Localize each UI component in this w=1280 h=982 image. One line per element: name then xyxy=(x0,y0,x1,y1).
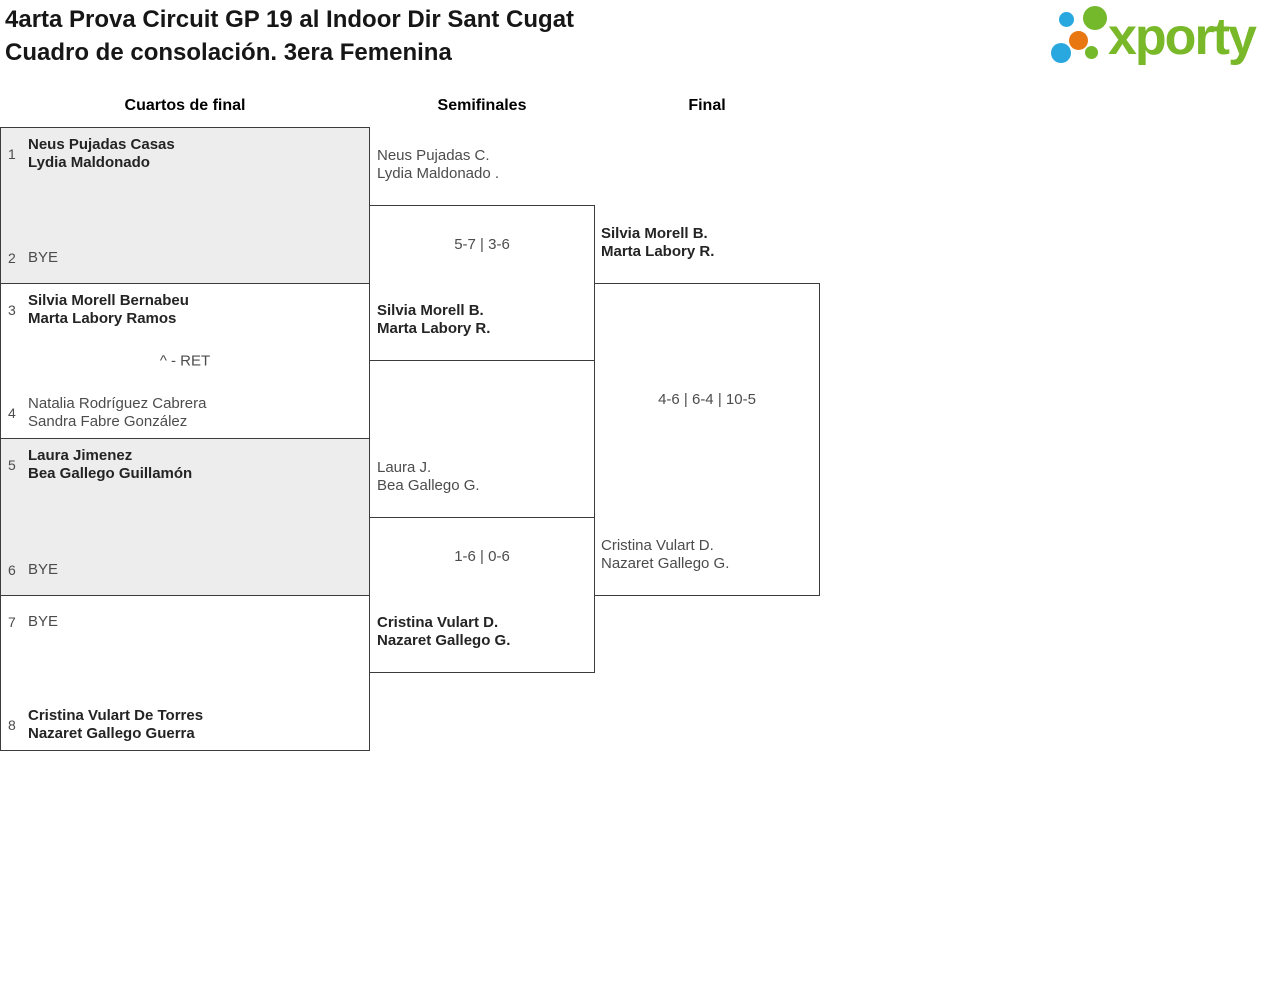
match-semifinal-2 xyxy=(369,517,595,673)
team-name-line: Cristina Vulart D. xyxy=(601,537,714,554)
team-name-line: Nazaret Gallego G. xyxy=(377,632,511,649)
participant-row: 6 BYE xyxy=(8,552,361,588)
match-quarterfinal-1: 1 Neus Pujadas Casas Lydia Maldonado 2 B… xyxy=(0,127,370,284)
seed-number: 4 xyxy=(8,405,16,421)
team-name-line: Marta Labory R. xyxy=(601,243,715,260)
semifinal-1-team-2: Silvia Morell B. Marta Labory R. xyxy=(377,302,490,338)
team-name-line: Bea Gallego G. xyxy=(377,477,480,494)
participant-row: 7 BYE xyxy=(8,604,361,640)
team-name-line: Lydia Maldonado xyxy=(28,154,150,171)
final-team-2: Cristina Vulart D. Nazaret Gallego G. xyxy=(601,537,729,573)
seed-number: 1 xyxy=(8,146,16,162)
semifinal-2-team-2: Cristina Vulart D. Nazaret Gallego G. xyxy=(377,614,510,650)
team-name-line: Sandra Fabre González xyxy=(28,413,188,430)
page-title-block: 4arta Prova Circuit GP 19 al Indoor Dir … xyxy=(5,3,574,69)
team-name-line: Silvia Morell B. xyxy=(377,302,484,319)
team-name-line: Cristina Vulart De Torres xyxy=(28,707,204,724)
match-score: ^ - RET xyxy=(159,352,211,370)
participant-row: 3 Silvia Morell Bernabeu Marta Labory Ra… xyxy=(8,292,361,328)
match-quarterfinal-2: 3 Silvia Morell Bernabeu Marta Labory Ra… xyxy=(0,283,370,439)
match-quarterfinal-3: 5 Laura Jimenez Bea Gallego Guillamón 6 … xyxy=(0,438,370,596)
semifinal-1-score: 5-7 | 3-6 xyxy=(454,236,510,253)
team-name-line: Neus Pujadas Casas xyxy=(28,136,175,153)
team-name-line: Laura Jimenez xyxy=(28,447,133,464)
team-name-line: BYE xyxy=(28,613,59,630)
page-subtitle: Cuadro de consolación. 3era Femenina xyxy=(5,39,452,66)
seed-number: 5 xyxy=(8,457,16,473)
match-final xyxy=(594,283,820,596)
seed-number: 7 xyxy=(8,614,16,630)
participant-row: 1 Neus Pujadas Casas Lydia Maldonado xyxy=(8,136,361,172)
final-team-1: Silvia Morell B. Marta Labory R. xyxy=(601,225,714,261)
team-name-line: BYE xyxy=(28,249,59,266)
seed-number: 2 xyxy=(8,250,16,266)
team-name-line: BYE xyxy=(28,561,59,578)
match-semifinal-1 xyxy=(369,205,595,361)
logo-dot-green-small-icon xyxy=(1085,46,1098,59)
logo-dot-orange-icon xyxy=(1069,31,1088,50)
team-name-line: Silvia Morell Bernabeu xyxy=(28,292,189,309)
logo-dot-blue-large-icon xyxy=(1051,43,1071,63)
team-name-line: Lydia Maldonado . xyxy=(377,165,500,182)
xporty-logo[interactable]: xporty xyxy=(1050,5,1276,69)
participant-row: 4 Natalia Rodríguez Cabrera Sandra Fabre… xyxy=(8,395,361,431)
team-name-line: Laura J. xyxy=(377,459,432,476)
seed-number: 3 xyxy=(8,302,16,318)
seed-number: 6 xyxy=(8,562,16,578)
team-name-line: Natalia Rodríguez Cabrera xyxy=(28,395,207,412)
team-name-line: Nazaret Gallego G. xyxy=(601,555,730,572)
match-quarterfinal-4: 7 BYE 8 Cristina Vulart De Torres Nazare… xyxy=(0,595,370,751)
team-name-line: Nazaret Gallego Guerra xyxy=(28,725,195,742)
logo-dot-blue-small-icon xyxy=(1059,12,1074,27)
semifinal-2-score: 1-6 | 0-6 xyxy=(454,548,510,565)
participant-row: 2 BYE xyxy=(8,240,361,276)
participant-row: 5 Laura Jimenez Bea Gallego Guillamón xyxy=(8,447,361,483)
team-name-line: Marta Labory R. xyxy=(377,320,491,337)
team-name-line: Silvia Morell B. xyxy=(601,225,708,242)
round-header-final: Final xyxy=(688,97,726,114)
xporty-wordmark: xporty xyxy=(1108,8,1257,66)
team-name-line: Bea Gallego Guillamón xyxy=(28,465,193,482)
logo-dot-green-large-icon xyxy=(1083,6,1107,30)
team-name-line: Neus Pujadas C. xyxy=(377,147,490,164)
round-header-cuartos-de-final: Cuartos de final xyxy=(124,97,246,114)
participant-row: 8 Cristina Vulart De Torres Nazaret Gall… xyxy=(8,707,361,743)
final-score: 4-6 | 6-4 | 10-5 xyxy=(658,391,756,408)
semifinal-1-team-1: Neus Pujadas C. Lydia Maldonado . xyxy=(377,147,499,183)
seed-number: 8 xyxy=(8,717,16,733)
page-title: 4arta Prova Circuit GP 19 al Indoor Dir … xyxy=(5,6,575,33)
semifinal-2-team-1: Laura J. Bea Gallego G. xyxy=(377,459,480,495)
team-name-line: Marta Labory Ramos xyxy=(28,310,177,327)
round-header-semifinales: Semifinales xyxy=(437,97,527,114)
team-name-line: Cristina Vulart D. xyxy=(377,614,499,631)
